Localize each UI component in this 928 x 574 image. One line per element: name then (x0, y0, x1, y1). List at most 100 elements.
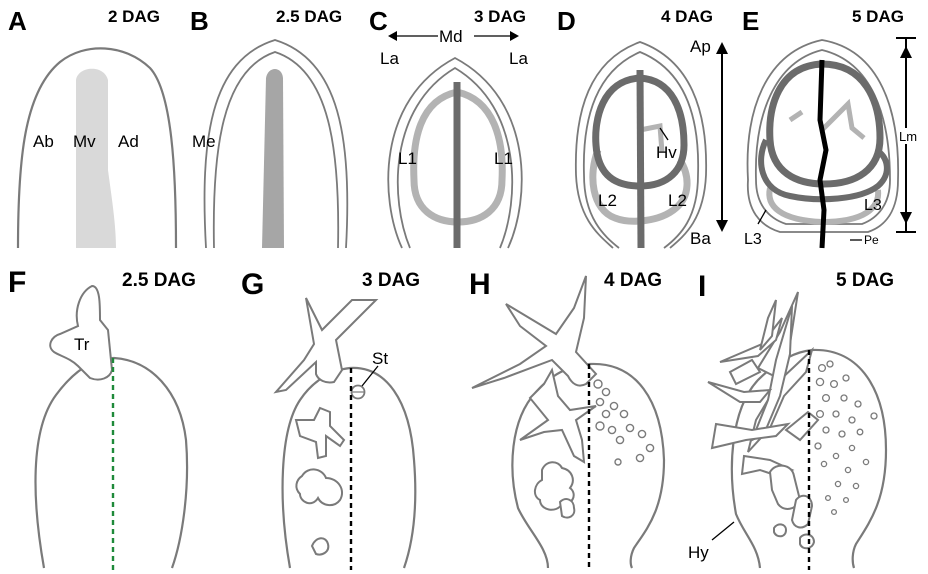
stoma-h (616, 436, 623, 443)
panel-letter-a: A (8, 6, 27, 36)
stage-label-f: 2.5 DAG (122, 270, 196, 291)
panel-h: H 4 DAG (469, 268, 664, 570)
stoma-i (831, 381, 838, 388)
stage-label-i: 5 DAG (836, 270, 894, 291)
trichome-branch-i (730, 360, 760, 384)
trichome-branch-i (786, 412, 818, 440)
arrowhead-up-icon (900, 46, 912, 58)
stoma-i (835, 481, 840, 486)
panel-a: A 2 DAG Ab Mv Ad (8, 6, 176, 248)
label-md: Md (439, 27, 463, 46)
stoma-i (853, 483, 858, 488)
label-l2-left: L2 (598, 191, 617, 210)
stage-label-a: 2 DAG (108, 7, 160, 26)
midvein-b (262, 69, 284, 248)
panel-c: C 3 DAG Md La La L1 L1 (369, 6, 528, 248)
stoma-h (615, 459, 621, 465)
pointer-hy (712, 522, 734, 540)
stage-label-e: 5 DAG (852, 7, 904, 26)
label-me: Me (192, 132, 216, 151)
trichome-blob-g-1 (296, 469, 342, 505)
stomata-group-h (594, 380, 654, 465)
panel-d: D 4 DAG Hv L2 L2 Ap Ba (557, 6, 728, 248)
stoma-i (841, 395, 847, 401)
label-la-right: La (509, 49, 528, 68)
panel-letter-g: G (241, 268, 264, 301)
arrowhead-down-icon (900, 212, 912, 224)
stoma-h (608, 426, 615, 433)
trichome-f (50, 286, 112, 380)
label-ab: Ab (33, 132, 54, 151)
panel-e: E 5 DAG L3 L3 Pe Lm (742, 6, 924, 248)
stoma-i (832, 510, 837, 515)
trichome-branched-g (276, 298, 376, 392)
arrowhead-right-icon (510, 31, 519, 41)
panel-b: B 2.5 DAG Me (190, 6, 347, 248)
trichome-cluster-i (708, 292, 818, 548)
stoma-h (620, 410, 627, 417)
stoma-i (815, 443, 821, 449)
stoma-i (844, 498, 849, 503)
midvein-region-a (76, 69, 116, 248)
leaf-outline-f (35, 358, 187, 568)
stoma-h (610, 402, 617, 409)
label-st: St (372, 349, 388, 368)
label-l2-right: L2 (668, 191, 687, 210)
trichome-blob-h-2 (560, 499, 574, 517)
stoma-h (594, 380, 602, 388)
stoma-i (819, 365, 826, 372)
stoma-i (823, 427, 829, 433)
stoma-h (636, 454, 643, 461)
label-mv: Mv (73, 132, 96, 151)
stoma-i (817, 411, 824, 418)
panel-letter-c: C (369, 6, 388, 36)
label-hv: Hv (656, 143, 677, 162)
arrowhead-down-icon (716, 220, 728, 232)
stoma-i (816, 378, 823, 385)
stage-label-b: 2.5 DAG (276, 7, 342, 26)
panel-letter-i: I (698, 270, 706, 303)
stoma-h (626, 424, 633, 431)
label-ad: Ad (118, 132, 139, 151)
panel-i: I 5 DAG (688, 270, 894, 570)
stoma-i (857, 429, 863, 435)
trichome-branch-i (708, 382, 770, 402)
midvein-d (640, 70, 641, 248)
stoma-i (826, 496, 831, 501)
trichome-blob-i (800, 535, 814, 549)
stage-label-g: 3 DAG (362, 270, 420, 291)
stoma-i (843, 375, 849, 381)
stoma-i (849, 417, 855, 423)
stomata-group-i (815, 361, 877, 514)
panel-g: G 3 DAG St (241, 268, 420, 570)
stoma-i (839, 431, 845, 437)
stoma-h (638, 430, 645, 437)
stoma-i (833, 411, 839, 417)
leaf-outline-g (283, 368, 416, 568)
panel-letter-b: B (190, 6, 209, 36)
label-l1-left: L1 (398, 149, 417, 168)
panel-f: F 2.5 DAG Tr (8, 266, 196, 570)
panel-letter-f: F (8, 266, 26, 299)
trichome-blob-i (774, 524, 786, 536)
stoma-h (646, 444, 653, 451)
panel-letter-d: D (557, 6, 576, 36)
stoma-i (871, 413, 877, 419)
stoma-i (849, 445, 854, 450)
stoma-i (863, 459, 868, 464)
stoma-i (855, 401, 861, 407)
stoma-i (823, 395, 830, 402)
label-hy: Hy (688, 543, 709, 562)
higher-order-vein-e-1 (822, 104, 864, 138)
stage-label-c: 3 DAG (474, 7, 526, 26)
panel-letter-e: E (742, 6, 759, 36)
stoma-h (602, 410, 609, 417)
label-l3-left: L3 (744, 231, 762, 248)
label-tr: Tr (74, 335, 90, 354)
label-l1-right: L1 (494, 149, 513, 168)
stoma-i (833, 453, 838, 458)
higher-order-vein-e-2 (790, 112, 802, 120)
label-ba: Ba (690, 229, 711, 248)
stoma-h (602, 388, 609, 395)
label-la-left: La (380, 49, 399, 68)
